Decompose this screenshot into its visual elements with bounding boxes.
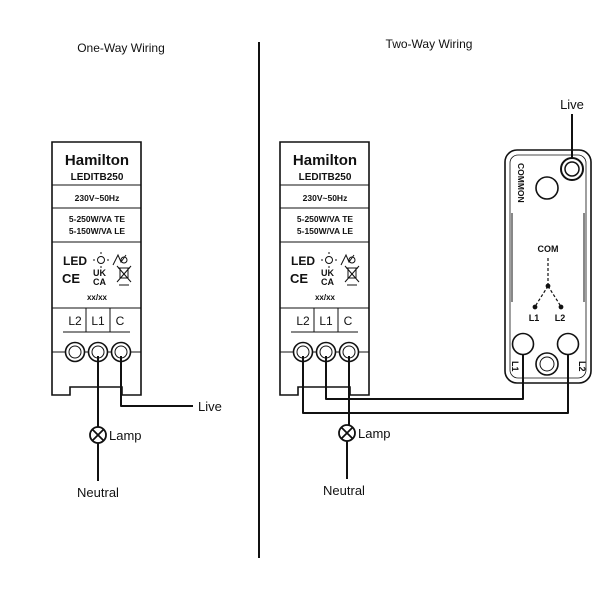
l2-terminal bbox=[556, 332, 580, 356]
brand-logo: Hamilton bbox=[65, 152, 129, 169]
ce-mark: CE bbox=[62, 271, 80, 286]
rating-te: 5-250W/VA TE bbox=[69, 214, 126, 224]
voltage-rating: 230V~50Hz bbox=[303, 193, 348, 203]
live-label-two-way: Live bbox=[560, 97, 584, 112]
l2-contact-label: L2 bbox=[555, 313, 566, 323]
model-number: LEDITB250 bbox=[299, 172, 352, 183]
bulb-symbol-icon bbox=[93, 252, 109, 268]
terminal-label-l2: L2 bbox=[296, 314, 310, 328]
terminal-screws bbox=[292, 341, 360, 363]
voltage-rating: 230V~50Hz bbox=[75, 193, 120, 203]
l1-contact-label: L1 bbox=[529, 313, 540, 323]
dimmer-module-two-way: Hamilton LEDITB250 230V~50Hz 5-250W/VA T… bbox=[279, 141, 370, 396]
date-code: xx/xx bbox=[87, 293, 108, 302]
common-label: COMMON bbox=[516, 163, 526, 203]
ukca-mark-bottom: CA bbox=[321, 277, 334, 287]
led-mark: LED bbox=[291, 254, 315, 268]
ce-mark: CE bbox=[290, 271, 308, 286]
model-number: LEDITB250 bbox=[71, 172, 124, 183]
live-wire-one-way bbox=[120, 356, 193, 407]
lamp-symbol-icon bbox=[89, 426, 107, 444]
lamp-label-two-way: Lamp bbox=[358, 426, 391, 441]
dimmable-symbol-icon bbox=[340, 253, 356, 266]
terminal-label-l1: L1 bbox=[319, 314, 333, 328]
date-code: xx/xx bbox=[315, 293, 336, 302]
l1-terminal bbox=[511, 332, 535, 356]
ukca-mark-top: UK bbox=[93, 268, 106, 278]
lamp-symbol-icon bbox=[338, 424, 356, 442]
lamp-label-one-way: Lamp bbox=[109, 428, 142, 443]
terminal-label-c: C bbox=[344, 314, 353, 328]
led-mark: LED bbox=[63, 254, 87, 268]
terminal-label-l1: L1 bbox=[91, 314, 105, 328]
bulb-symbol-icon bbox=[321, 252, 337, 268]
dimmable-symbol-icon bbox=[112, 253, 128, 266]
terminal-label-c: C bbox=[116, 314, 125, 328]
one-way-title: One-Way Wiring bbox=[77, 41, 165, 55]
rating-te: 5-250W/VA TE bbox=[297, 214, 354, 224]
strapper-wire-l1 bbox=[325, 354, 524, 400]
strapper-wire-l2 bbox=[302, 354, 569, 414]
neutral-label-one-way: Neutral bbox=[77, 485, 119, 500]
rating-le: 5-150W/VA LE bbox=[297, 226, 354, 236]
ukca-mark-bottom: CA bbox=[93, 277, 106, 287]
dimmer-module-one-way: Hamilton LEDITB250 230V~50Hz 5-250W/VA T… bbox=[51, 141, 142, 396]
common-screw-top bbox=[535, 176, 559, 200]
terminal-screws bbox=[64, 341, 132, 363]
weee-bin-icon bbox=[344, 265, 360, 286]
l2-terminal-label: L2 bbox=[577, 361, 587, 372]
rating-le: 5-150W/VA LE bbox=[69, 226, 126, 236]
two-way-title: Two-Way Wiring bbox=[386, 37, 473, 51]
ukca-mark-top: UK bbox=[321, 268, 334, 278]
two-way-switch: COMMON COM L1 L2 L1 L2 bbox=[504, 149, 592, 384]
brand-logo: Hamilton bbox=[293, 152, 357, 169]
switch-contact-symbol bbox=[532, 258, 564, 310]
com-label: COM bbox=[538, 244, 559, 254]
l1-terminal-label: L1 bbox=[510, 361, 520, 372]
weee-bin-icon bbox=[116, 265, 132, 286]
live-label-one-way: Live bbox=[198, 399, 222, 414]
neutral-label-two-way: Neutral bbox=[323, 483, 365, 498]
terminal-label-l2: L2 bbox=[68, 314, 82, 328]
centre-screw-bottom bbox=[535, 352, 559, 376]
